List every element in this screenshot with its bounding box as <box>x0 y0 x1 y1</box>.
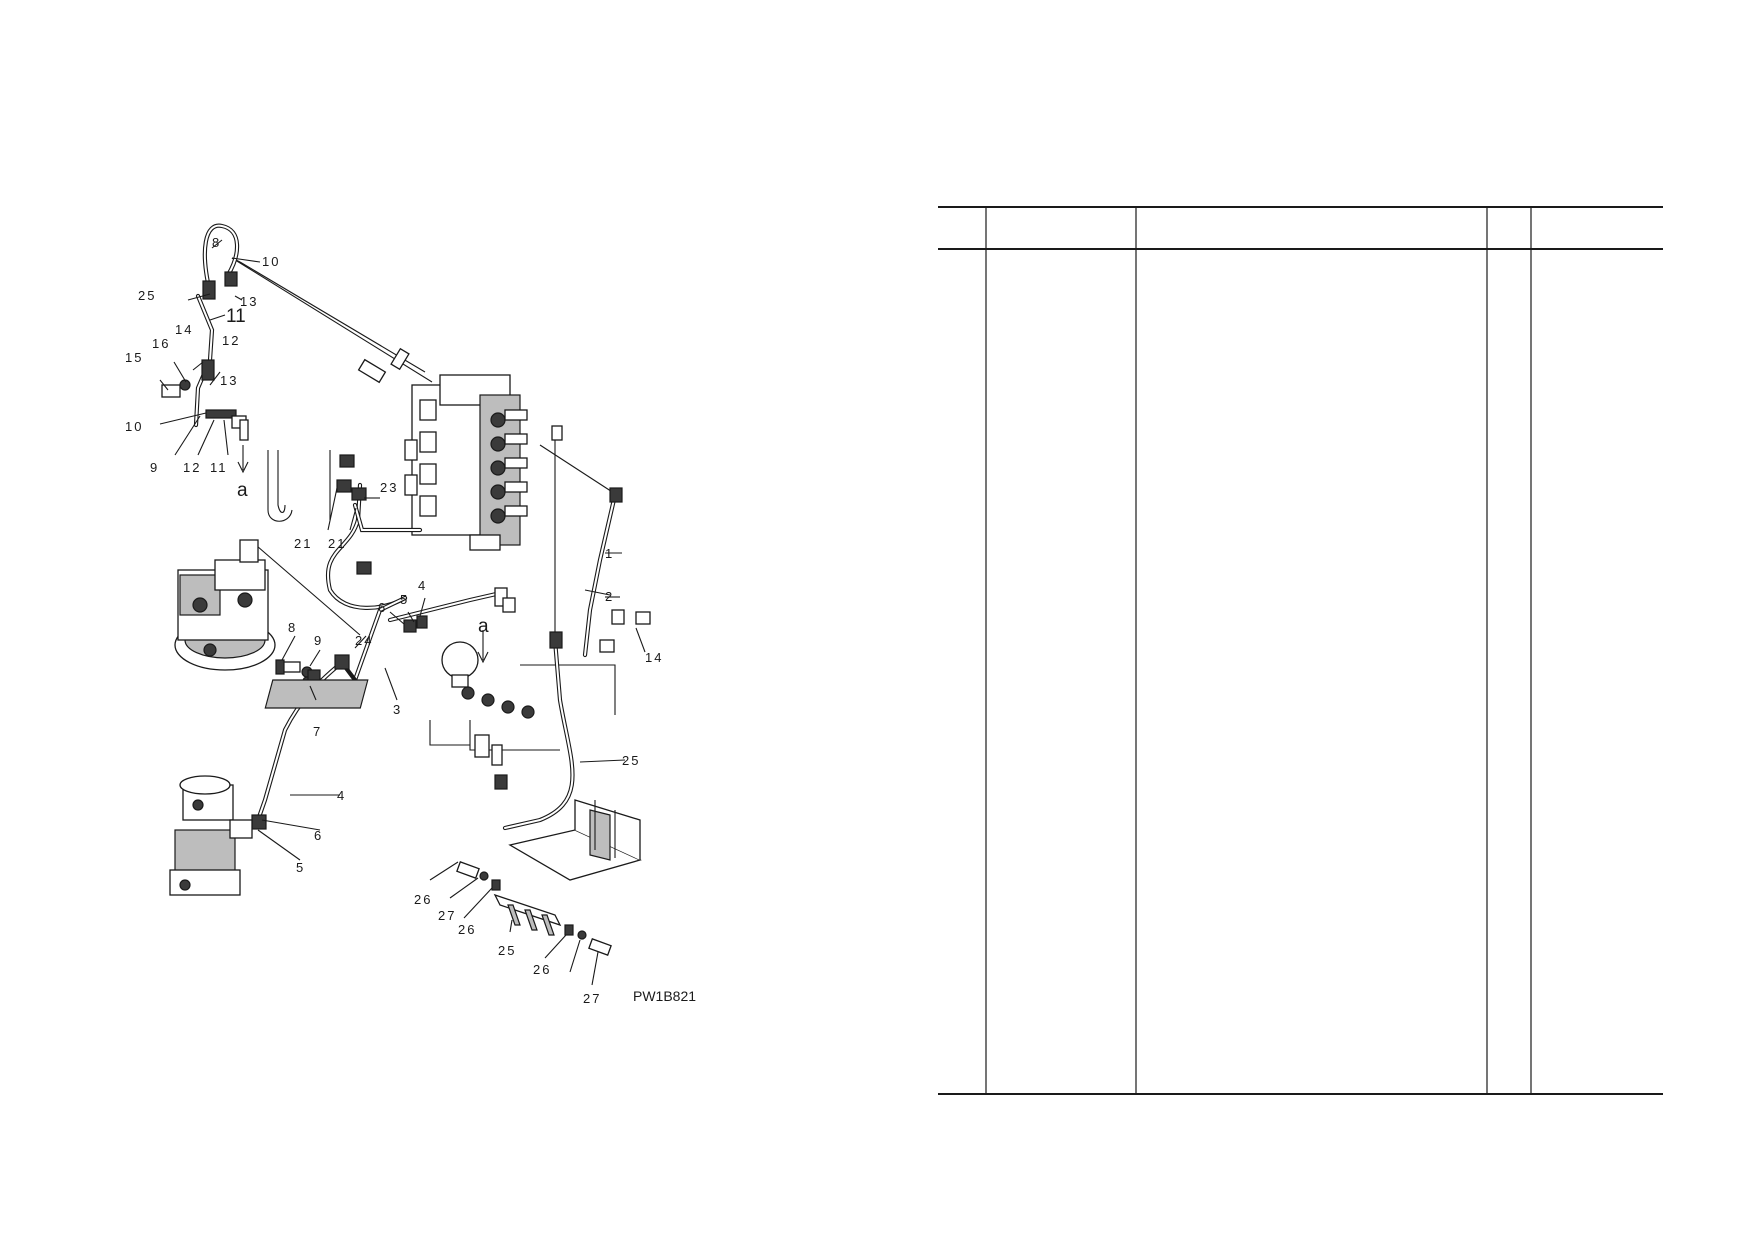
callout-labels: 8 10 25 13 11 12 14 16 15 13 10 9 12 11 … <box>125 235 696 1006</box>
swivel-joint <box>169 775 253 896</box>
control-valve <box>404 374 563 551</box>
callout-leaders <box>159 239 646 986</box>
hose-20-21 <box>326 482 423 610</box>
callout-20-right: 21 <box>328 536 346 551</box>
exploded-hydraulic-diagram: 8 10 25 13 11 12 14 16 15 13 10 9 12 11 … <box>125 223 696 1006</box>
callout-17: 15 <box>125 350 143 365</box>
fitting <box>205 409 237 419</box>
callout-2: 2 <box>605 589 614 604</box>
callout-15: 14 <box>645 650 663 665</box>
callout-8: 8 <box>288 620 297 635</box>
hose-upper-loop <box>161 223 249 474</box>
accumulator-pipe <box>387 587 516 633</box>
callout-25-lower: 26 <box>533 962 551 977</box>
figure-code: PW1B821 <box>633 988 696 1004</box>
view-marker-a-2: a <box>478 616 489 637</box>
callout-1: 1 <box>605 546 614 561</box>
callout-26: 26 <box>414 892 432 907</box>
mounting-bracket <box>508 799 642 881</box>
bolt <box>161 384 181 398</box>
fitting <box>224 271 238 287</box>
callout-11-lower: 10 <box>125 419 143 434</box>
callout-26-lower: 27 <box>583 991 601 1006</box>
parts-table <box>938 206 1663 1095</box>
callout-10: 8 <box>212 235 221 250</box>
fitting <box>202 280 216 300</box>
callout-18: 16 <box>152 336 170 351</box>
inline-connector <box>357 347 410 384</box>
callout-5: 5 <box>400 592 409 607</box>
callout-20: 21 <box>294 536 312 551</box>
callout-23: 25 <box>622 753 640 768</box>
callout-4-lower: 4 <box>337 788 346 803</box>
callout-12-lower: 11 <box>210 460 228 475</box>
callout-5-lower: 5 <box>296 860 305 875</box>
callout-14: 13 <box>240 294 258 309</box>
callout-27: 27 <box>438 908 456 923</box>
callout-14-lower: 13 <box>220 373 238 388</box>
callout-6: 6 <box>378 600 387 615</box>
u-tube <box>267 450 355 522</box>
callout-12: 11 <box>226 306 246 327</box>
callout-9: 9 <box>314 633 323 648</box>
callout-13-lower: 12 <box>183 460 201 475</box>
hose-3-4 <box>251 595 408 830</box>
hose-23 <box>494 440 575 831</box>
callout-25: 26 <box>458 922 476 937</box>
callout-3: 3 <box>393 702 402 717</box>
callout-6-lower: 6 <box>314 828 323 843</box>
callout-7: 7 <box>313 724 322 739</box>
hose-1 <box>582 487 651 658</box>
callout-4: 4 <box>418 578 427 593</box>
washer <box>179 379 191 391</box>
callout-19: 25 <box>138 288 156 303</box>
fitting-elbow <box>239 419 249 441</box>
callout-21: 23 <box>380 480 398 495</box>
callout-16: 14 <box>175 322 193 337</box>
callout-10-lower: 9 <box>150 460 159 475</box>
callout-11: 10 <box>262 254 280 269</box>
terminal-strip <box>456 861 612 956</box>
callout-24: 25 <box>498 943 516 958</box>
callout-21-lower: 24 <box>355 633 373 648</box>
swing-motor <box>174 539 276 671</box>
view-marker-a: a <box>237 480 248 501</box>
fitting <box>201 359 215 381</box>
callout-13: 12 <box>222 333 240 348</box>
accumulator-manifold <box>264 630 535 766</box>
